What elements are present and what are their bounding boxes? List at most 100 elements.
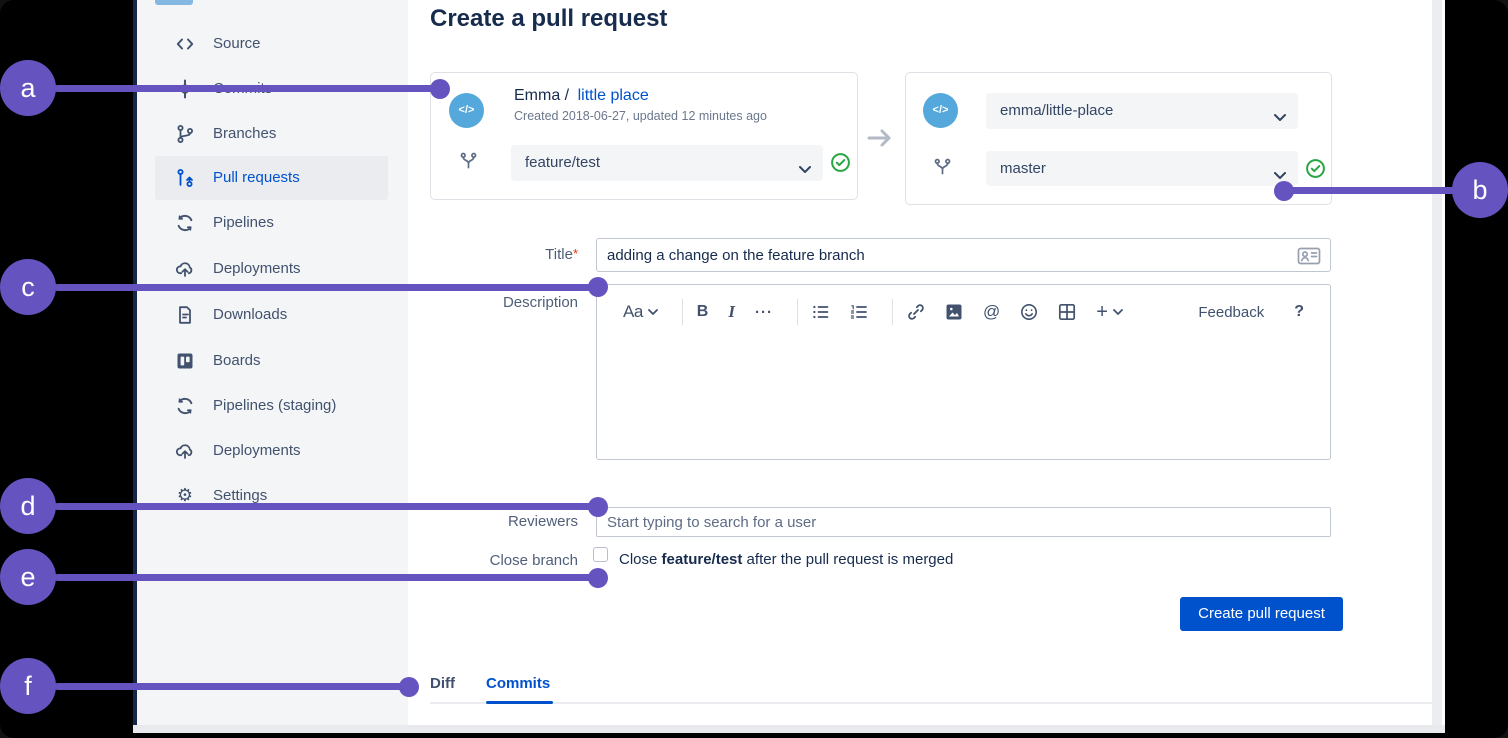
- callout-a: a: [0, 60, 56, 116]
- contact-card-icon[interactable]: [1297, 247, 1321, 270]
- callout-dot-f: [399, 677, 419, 697]
- link-icon[interactable]: [907, 303, 925, 321]
- sidebar-item-pipelines-staging[interactable]: Pipelines (staging): [155, 384, 388, 428]
- text-style-button[interactable]: Aa: [623, 302, 658, 322]
- sidebar-item-label: Pipelines (staging): [213, 397, 337, 414]
- document-icon: [175, 305, 195, 325]
- callout-dot-d: [588, 497, 608, 517]
- workspace-logo-partial: [155, 0, 193, 5]
- source-branch-card: </> Emma / little place Created 2018-06-…: [430, 72, 858, 200]
- toolbar-divider: [891, 299, 893, 325]
- mention-icon[interactable]: @: [982, 302, 1001, 321]
- tabs-divider: [430, 702, 1434, 704]
- scrollbar-track[interactable]: [1432, 0, 1442, 725]
- callout-e: e: [0, 549, 56, 605]
- close-branch-checkbox[interactable]: [593, 547, 608, 562]
- italic-button[interactable]: I: [728, 302, 735, 321]
- sidebar-item-label: Settings: [213, 487, 268, 504]
- feedback-link[interactable]: Feedback: [1198, 303, 1265, 321]
- page-title: Create a pull request: [430, 5, 668, 32]
- more-formatting-button[interactable]: ···: [754, 303, 773, 321]
- sidebar-item-label: Deployments: [213, 442, 301, 459]
- numbered-list-icon[interactable]: [850, 304, 868, 320]
- sidebar-item-source[interactable]: Source: [155, 22, 388, 66]
- callout-c: c: [0, 259, 56, 315]
- repo-link[interactable]: little place: [577, 87, 649, 104]
- emoji-icon[interactable]: [1020, 303, 1038, 321]
- sidebar-item-label: Deployments: [213, 260, 301, 277]
- callout-dot-b: [1274, 181, 1294, 201]
- sidebar-item-label: Source: [213, 35, 261, 52]
- sidebar-item-label: Pipelines: [213, 214, 274, 231]
- pipelines-icon: [175, 213, 195, 233]
- sidebar: Source Commits Branches Pull requests: [137, 0, 408, 725]
- cloud-upload-icon: [175, 259, 195, 279]
- repo-avatar: </>: [923, 93, 958, 128]
- branch-icon: [933, 158, 952, 182]
- app-window: Source Commits Branches Pull requests: [133, 0, 1445, 733]
- chevron-down-icon: [799, 160, 811, 178]
- sidebar-item-deployments-2[interactable]: Deployments: [155, 429, 388, 473]
- chevron-down-icon: [1274, 108, 1286, 126]
- window-bottom-edge: [133, 725, 1445, 733]
- description-label: Description: [502, 294, 578, 311]
- bold-button[interactable]: B: [696, 303, 709, 320]
- branch-icon: [175, 124, 195, 144]
- arrow-right-icon: [866, 127, 894, 154]
- chevron-down-icon: [1274, 166, 1286, 184]
- callout-line-f: [54, 683, 410, 690]
- description-textarea[interactable]: [597, 339, 1330, 459]
- repo-breadcrumb: Emma / little place: [514, 87, 649, 105]
- callout-dot-c: [588, 277, 608, 297]
- pull-request-icon: [175, 168, 195, 188]
- cloud-upload-icon: [175, 441, 195, 461]
- destination-branch-select[interactable]: master: [986, 151, 1298, 186]
- active-tab-indicator: [486, 701, 553, 704]
- destination-repo-value: emma/little-place: [1000, 102, 1114, 119]
- callout-line-b: [1284, 187, 1456, 194]
- sidebar-item-deployments[interactable]: Deployments: [155, 247, 388, 291]
- callout-d: d: [0, 478, 56, 534]
- branch-valid-check-icon: [1305, 158, 1326, 179]
- create-pull-request-button[interactable]: Create pull request: [1180, 597, 1343, 631]
- pipelines-icon: [175, 396, 195, 416]
- sidebar-item-settings[interactable]: ⚙ Settings: [155, 474, 388, 518]
- source-branch-select[interactable]: feature/test: [511, 145, 823, 181]
- sidebar-item-label: Branches: [213, 125, 277, 142]
- tab-diff[interactable]: Diff: [430, 675, 455, 692]
- table-icon[interactable]: [1058, 303, 1076, 321]
- destination-branch-value: master: [1000, 160, 1046, 177]
- callout-b: b: [1452, 162, 1508, 218]
- sidebar-item-pull-requests[interactable]: Pull requests: [155, 156, 388, 200]
- global-nav-edge: [133, 0, 137, 725]
- gear-icon: ⚙: [176, 485, 194, 506]
- close-branch-label: Close branch: [489, 552, 578, 569]
- insert-more-button[interactable]: +: [1096, 301, 1123, 324]
- code-icon: [175, 34, 195, 54]
- title-input[interactable]: [596, 238, 1331, 272]
- destination-repo-select[interactable]: emma/little-place: [986, 93, 1298, 129]
- image-icon[interactable]: [945, 303, 963, 321]
- callout-line-c: [54, 284, 598, 291]
- callout-dot-a: [430, 79, 450, 99]
- callout-dot-e: [588, 568, 608, 588]
- source-branch-value: feature/test: [525, 154, 601, 171]
- sidebar-item-downloads[interactable]: Downloads: [155, 293, 388, 337]
- sidebar-item-branches[interactable]: Branches: [155, 112, 388, 156]
- editor-toolbar: Aa B I ···: [597, 285, 1330, 339]
- description-editor[interactable]: Aa B I ···: [596, 284, 1331, 460]
- sidebar-item-label: Pull requests: [213, 169, 300, 186]
- tab-commits[interactable]: Commits: [486, 675, 551, 692]
- help-button[interactable]: ?: [1294, 303, 1304, 320]
- required-asterisk: *: [572, 246, 578, 261]
- title-label: Title*: [545, 246, 578, 263]
- sidebar-item-pipelines[interactable]: Pipelines: [155, 201, 388, 245]
- board-icon: [175, 351, 195, 371]
- branch-valid-check-icon: [830, 152, 851, 173]
- sidebar-item-label: Downloads: [213, 306, 288, 323]
- bullet-list-icon[interactable]: [812, 304, 830, 320]
- reviewers-input[interactable]: [596, 507, 1331, 537]
- toolbar-divider: [796, 299, 798, 325]
- sidebar-item-boards[interactable]: Boards: [155, 339, 388, 383]
